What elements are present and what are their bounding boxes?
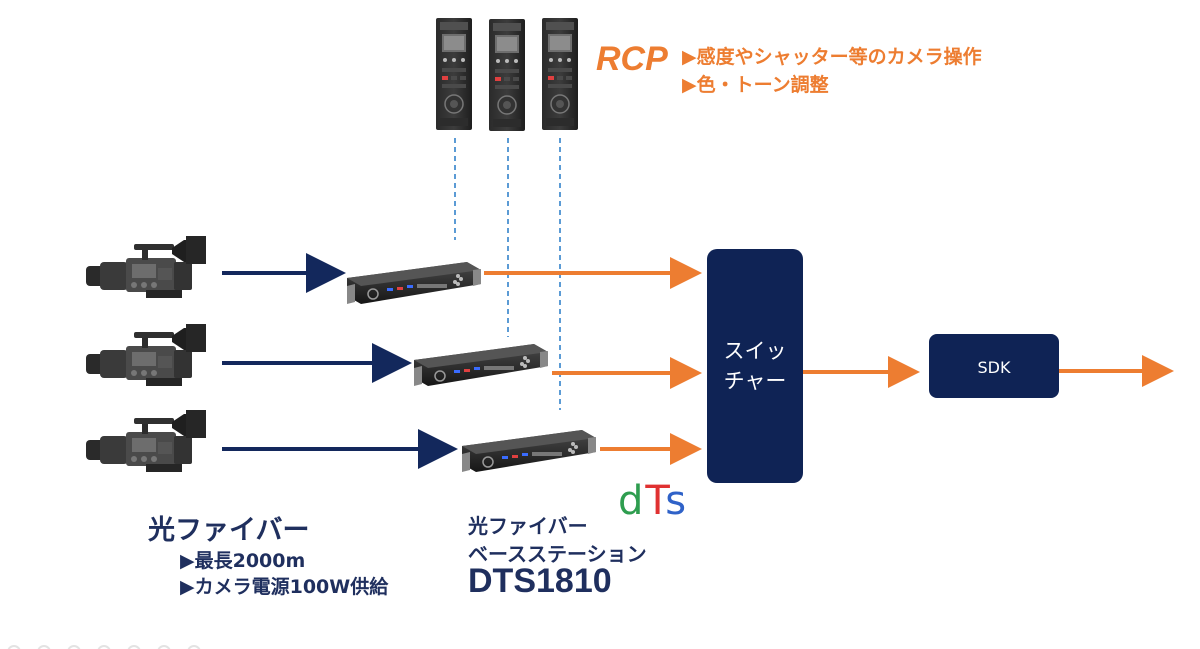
base-station-model: DTS1810 [468,562,612,600]
dts-logo-t: T [645,478,666,524]
fiber-feature-2: ▶カメラ電源100W供給 [180,576,389,598]
base-station-3 [461,429,597,473]
dts-logo: dTs [618,478,688,524]
rcp-unit-3 [541,17,579,131]
fiber-title: 光ファイバー [148,515,310,546]
switcher-label-line1: スイッ [723,339,787,363]
camera-3 [86,410,206,472]
rcp-feature-1: ▶感度やシャッター等のカメラ操作 [682,46,982,68]
camera-1 [86,236,206,298]
dts-logo-s: s [665,478,689,524]
base-station-2 [413,343,549,387]
base-station-1 [346,261,482,305]
rcp-unit-1 [435,17,473,131]
fiber-feature-1: ▶最長2000m [180,550,306,572]
decorative-dots [7,645,201,649]
rcp-feature-2: ▶色・トーン調整 [682,74,829,96]
base-station-title-line2: ベースステーション [468,542,647,566]
dts-logo-d: d [618,478,646,524]
rcp-title: RCP [596,40,668,78]
sdk-box [929,334,1059,398]
camera-2 [86,324,206,386]
rcp-unit-2 [488,18,526,132]
base-station-title-line1: 光ファイバー [468,514,588,538]
switcher-label-line2: チャー [723,369,787,393]
switcher-label: スイッ チャー [707,336,803,396]
sdk-label: SDK [977,358,1011,377]
switcher-box [707,249,803,483]
